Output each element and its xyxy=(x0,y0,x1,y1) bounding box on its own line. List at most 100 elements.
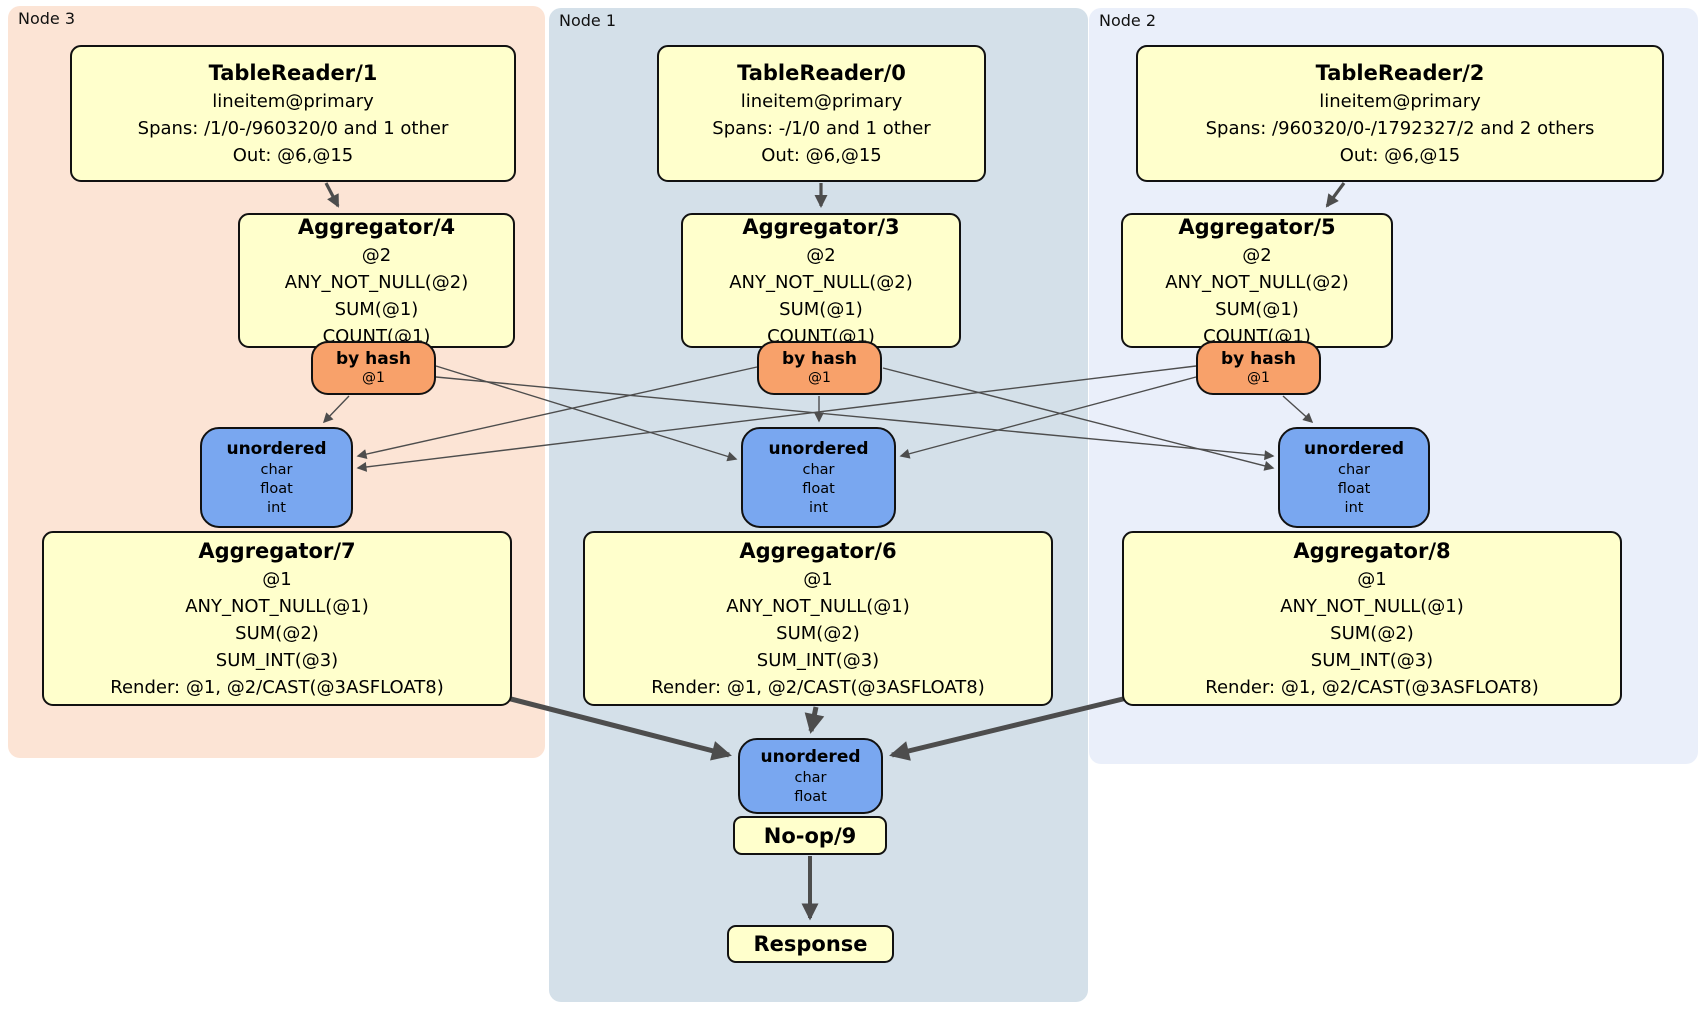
sync-line: float xyxy=(802,480,835,497)
aggregator7-box: Aggregator/7 @1 ANY_NOT_NULL(@1) SUM(@2)… xyxy=(42,531,512,706)
aggregator8-box: Aggregator/8 @1 ANY_NOT_NULL(@1) SUM(@2)… xyxy=(1122,531,1622,706)
tablereader0-box: TableReader/0 lineitem@primary Spans: -/… xyxy=(657,45,986,182)
box-line: @1 xyxy=(262,569,292,590)
sync-line: float xyxy=(260,480,293,497)
edge xyxy=(356,365,1197,472)
sync-line: float xyxy=(794,788,827,805)
node2-label: Node 2 xyxy=(1099,11,1157,30)
box-line: Spans: /1/0-/960320/0 and 1 other xyxy=(137,118,449,139)
node3-label: Node 3 xyxy=(18,9,76,28)
box-line: Out: @6,@15 xyxy=(1339,145,1461,166)
sync-node2: unordered char float int xyxy=(1278,427,1430,528)
box-line: @2 xyxy=(361,244,392,266)
node1-label: Node 1 xyxy=(559,11,617,30)
aggregator5-box: Aggregator/5 @2 ANY_NOT_NULL(@2) SUM(@1)… xyxy=(1121,213,1393,348)
box-title: Aggregator/4 xyxy=(297,214,456,239)
sync-line: char xyxy=(802,461,835,478)
sync-line: char xyxy=(1337,461,1370,478)
edge xyxy=(804,706,825,734)
final-sync: unordered char float xyxy=(738,738,883,814)
box-line: ANY_NOT_NULL(@1) xyxy=(726,596,910,617)
box-title: Aggregator/5 xyxy=(1178,214,1336,239)
box-title: Aggregator/8 xyxy=(1293,539,1451,563)
edge xyxy=(882,367,1275,471)
box-title: TableReader/2 xyxy=(1315,61,1485,85)
box-line: SUM_INT(@3) xyxy=(756,650,880,671)
sync-line: int xyxy=(267,499,286,516)
sync-title: unordered xyxy=(226,438,327,459)
box-line: @2 xyxy=(806,244,836,266)
sync-title: unordered xyxy=(760,746,861,767)
router-title: by hash xyxy=(336,349,411,369)
sync-line: char xyxy=(260,461,293,478)
edge xyxy=(435,365,738,462)
sync-node3: unordered char float int xyxy=(200,427,353,528)
box-line: @2 xyxy=(1242,244,1272,266)
router-line: @1 xyxy=(362,370,385,386)
aggregator3-box: Aggregator/3 @2 ANY_NOT_NULL(@2) SUM(@1)… xyxy=(681,213,961,348)
box-line: SUM(@2) xyxy=(235,623,319,644)
sync-title: unordered xyxy=(768,438,869,459)
box-line: Render: @1, @2/CAST(@3ASFLOAT8) xyxy=(651,677,985,698)
box-line: lineitem@primary xyxy=(1319,91,1481,112)
box-line: @1 xyxy=(803,569,833,590)
box-title: Aggregator/7 xyxy=(198,539,356,563)
box-line: ANY_NOT_NULL(@2) xyxy=(729,271,913,293)
box-line: Spans: -/1/0 and 1 other xyxy=(712,118,931,139)
edge xyxy=(322,395,350,424)
box-title: Aggregator/3 xyxy=(742,214,900,239)
box-line: ANY_NOT_NULL(@2) xyxy=(284,271,469,293)
box-title: Aggregator/6 xyxy=(739,539,897,563)
sync-line: char xyxy=(794,769,827,786)
hash-router-node1: by hash @1 xyxy=(757,341,882,395)
tablereader2-box: TableReader/2 lineitem@primary Spans: /9… xyxy=(1136,45,1664,182)
router-title: by hash xyxy=(1221,349,1296,369)
box-title: TableReader/0 xyxy=(737,61,906,85)
box-line: ANY_NOT_NULL(@1) xyxy=(185,596,369,617)
box-line: Out: @6,@15 xyxy=(232,145,354,166)
aggregator6-box: Aggregator/6 @1 ANY_NOT_NULL(@1) SUM(@2)… xyxy=(583,531,1053,706)
box-line: SUM(@2) xyxy=(1330,623,1414,644)
edge xyxy=(899,376,1197,459)
box-line: @1 xyxy=(1357,569,1387,590)
edge xyxy=(324,182,340,208)
noop-box: No-op/9 xyxy=(733,816,887,855)
box-title: TableReader/1 xyxy=(208,61,378,85)
box-line: SUM(@2) xyxy=(776,623,860,644)
box-line: SUM(@1) xyxy=(334,298,419,320)
sync-line: int xyxy=(809,499,828,516)
box-line: Spans: /960320/0-/1792327/2 and 2 others xyxy=(1205,118,1595,139)
box-line: Render: @1, @2/CAST(@3ASFLOAT8) xyxy=(110,677,444,698)
edge xyxy=(1282,395,1314,424)
box-line: lineitem@primary xyxy=(212,91,374,112)
box-line: Out: @6,@15 xyxy=(761,145,882,166)
box-line: SUM(@1) xyxy=(1215,298,1299,320)
response-box: Response xyxy=(727,925,894,963)
box-line: ANY_NOT_NULL(@1) xyxy=(1280,596,1464,617)
sync-line: float xyxy=(1337,480,1371,497)
sync-node1: unordered char float int xyxy=(741,427,896,528)
edge xyxy=(435,376,1275,461)
tablereader1-box: TableReader/1 lineitem@primary Spans: /1… xyxy=(70,45,516,182)
sync-title: unordered xyxy=(1303,438,1405,459)
aggregator4-box: Aggregator/4 @2 ANY_NOT_NULL(@2) SUM(@1)… xyxy=(238,213,515,348)
router-line: @1 xyxy=(808,370,831,386)
box-line: SUM_INT(@3) xyxy=(1310,650,1434,671)
edge xyxy=(889,695,1128,761)
hash-router-node3: by hash @1 xyxy=(311,341,436,395)
box-line: ANY_NOT_NULL(@2) xyxy=(1165,271,1349,293)
hash-router-node2: by hash @1 xyxy=(1196,341,1321,395)
box-line: Render: @1, @2/CAST(@3ASFLOAT8) xyxy=(1205,677,1539,698)
box-line: lineitem@primary xyxy=(740,91,903,112)
box-title: Response xyxy=(753,932,868,956)
router-title: by hash xyxy=(782,349,857,369)
edge xyxy=(1325,182,1346,208)
box-line: SUM(@1) xyxy=(779,298,863,320)
edge xyxy=(356,366,758,460)
router-line: @1 xyxy=(1247,370,1270,386)
box-title: No-op/9 xyxy=(763,823,857,848)
edge xyxy=(506,695,732,761)
box-line: SUM_INT(@3) xyxy=(215,650,339,671)
